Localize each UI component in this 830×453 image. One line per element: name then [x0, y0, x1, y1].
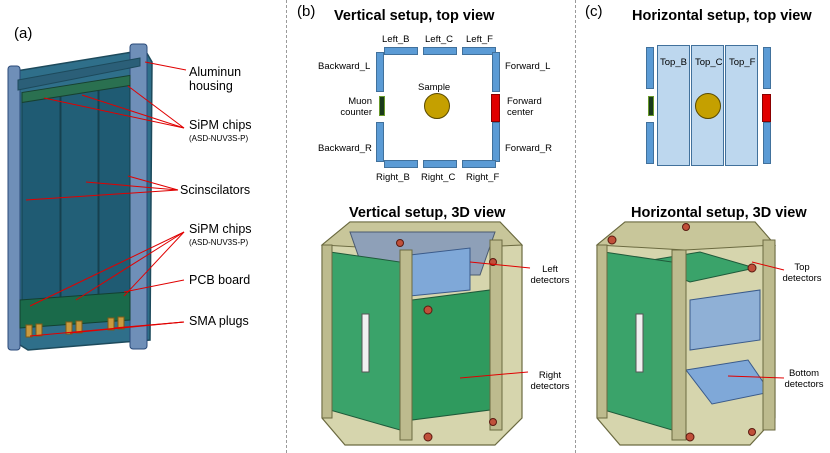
panel-separator-ab	[286, 0, 287, 453]
sipm-board-top	[21, 74, 131, 104]
panel-separator-bc	[575, 0, 576, 453]
pcb-board	[19, 291, 131, 329]
detector-h-backward-l	[646, 47, 654, 89]
callout-bottom-detectors-line1: Bottom	[788, 368, 820, 379]
label-muon-line1: Muon	[348, 96, 372, 107]
callout-left-detectors-line1: Left	[542, 264, 558, 275]
detector-forward-r	[492, 122, 500, 162]
top-flange	[17, 57, 141, 91]
panel-c-callout-lines	[727, 261, 785, 379]
panel-b-title-3d: Vertical setup, 3D view	[349, 205, 506, 221]
panel-a-callout-lines	[25, 61, 187, 337]
detector-right-c	[423, 160, 457, 168]
detector-right-f	[462, 160, 496, 168]
detector-h-forward-r	[763, 122, 771, 164]
detector-backward-r	[376, 122, 384, 162]
detector-h-backward-r	[646, 122, 654, 164]
detector-forward-l	[492, 52, 500, 92]
detector-h-forward-l	[763, 47, 771, 89]
callout-bottom-detectors-line2: detectors	[784, 379, 824, 390]
label-left-c: Left_C	[425, 34, 453, 45]
callout-top-detectors-line2: detectors	[782, 273, 822, 284]
label-left-f: Left_F	[466, 34, 493, 45]
label-forward-center-line1: Forward	[507, 96, 542, 107]
detector-left-f	[462, 47, 496, 55]
callout-sipm-bottom-sub: (ASD-NUV3S-P)	[189, 238, 249, 247]
label-forward-center-line2: center	[507, 107, 534, 118]
forward-center-detector	[491, 94, 500, 122]
sample-disk	[424, 93, 450, 119]
left-rail	[7, 65, 21, 351]
detector-backward-l	[376, 52, 384, 92]
label-muon-counter: Muon counter	[336, 96, 372, 118]
detector-right-b	[384, 160, 418, 168]
label-right-f: Right_F	[466, 172, 500, 183]
panel-b-callout-lines	[459, 261, 531, 379]
callout-right-detectors-line2: detectors	[530, 381, 570, 392]
callout-aluminum-line2: housing	[189, 79, 233, 93]
muon-counter	[379, 96, 385, 116]
label-right-c: Right_C	[421, 172, 456, 183]
detector-left-c	[423, 47, 457, 55]
callout-top-detectors: Top detectors	[778, 262, 826, 284]
label-backward-r: Backward_R	[318, 143, 372, 154]
callout-aluminum-housing: Aluminun housing	[189, 65, 241, 93]
callout-sma: SMA plugs	[189, 314, 249, 328]
label-sample: Sample	[418, 82, 451, 93]
h-forward-center	[762, 94, 771, 122]
callout-left-detectors: Left detectors	[530, 264, 570, 286]
label-forward-r: Forward_R	[505, 143, 552, 154]
callout-pcb: PCB board	[189, 273, 251, 287]
panel-c-letter: (c)	[585, 3, 603, 20]
label-left-b: Left_B	[382, 34, 410, 45]
h-sample-disk	[695, 93, 721, 119]
panel-b-letter: (b)	[297, 3, 316, 20]
panel-c-title-top: Horizontal setup, top view	[632, 8, 812, 24]
label-backward-l: Backward_L	[318, 61, 371, 72]
callout-sipm-bottom: SiPM chips	[189, 222, 252, 236]
panel-c-title-3d: Horizontal setup, 3D view	[631, 205, 807, 221]
label-forward-center: Forward center	[507, 96, 542, 118]
label-forward-l: Forward_L	[505, 61, 551, 72]
callout-sipm-top: SiPM chips	[189, 118, 252, 132]
callout-bottom-detectors: Bottom detectors	[780, 368, 828, 390]
detector-top-b	[657, 45, 690, 166]
callout-aluminum-line1: Aluminun	[189, 65, 242, 79]
callout-top-detectors-line1: Top	[794, 262, 810, 273]
sma-plugs	[25, 316, 125, 338]
callout-right-detectors-line1: Right	[538, 370, 562, 381]
callout-sipm-top-sub: (ASD-NUV3S-P)	[189, 134, 249, 143]
callout-scintillators: Scinscilators	[180, 183, 251, 197]
panel-a-letter: (a)	[14, 25, 33, 42]
label-right-b: Right_B	[376, 172, 410, 183]
h-muon-counter	[648, 96, 654, 116]
label-top-c: Top_C	[695, 57, 723, 68]
label-top-f: Top_F	[729, 57, 756, 68]
detector-left-b	[384, 47, 418, 55]
callout-right-detectors: Right detectors	[528, 370, 572, 392]
label-top-b: Top_B	[660, 57, 687, 68]
panel-b-title-top: Vertical setup, top view	[334, 8, 495, 24]
callout-left-detectors-line2: detectors	[530, 275, 570, 286]
detector-top-f	[725, 45, 758, 166]
label-muon-line2: counter	[340, 107, 372, 118]
